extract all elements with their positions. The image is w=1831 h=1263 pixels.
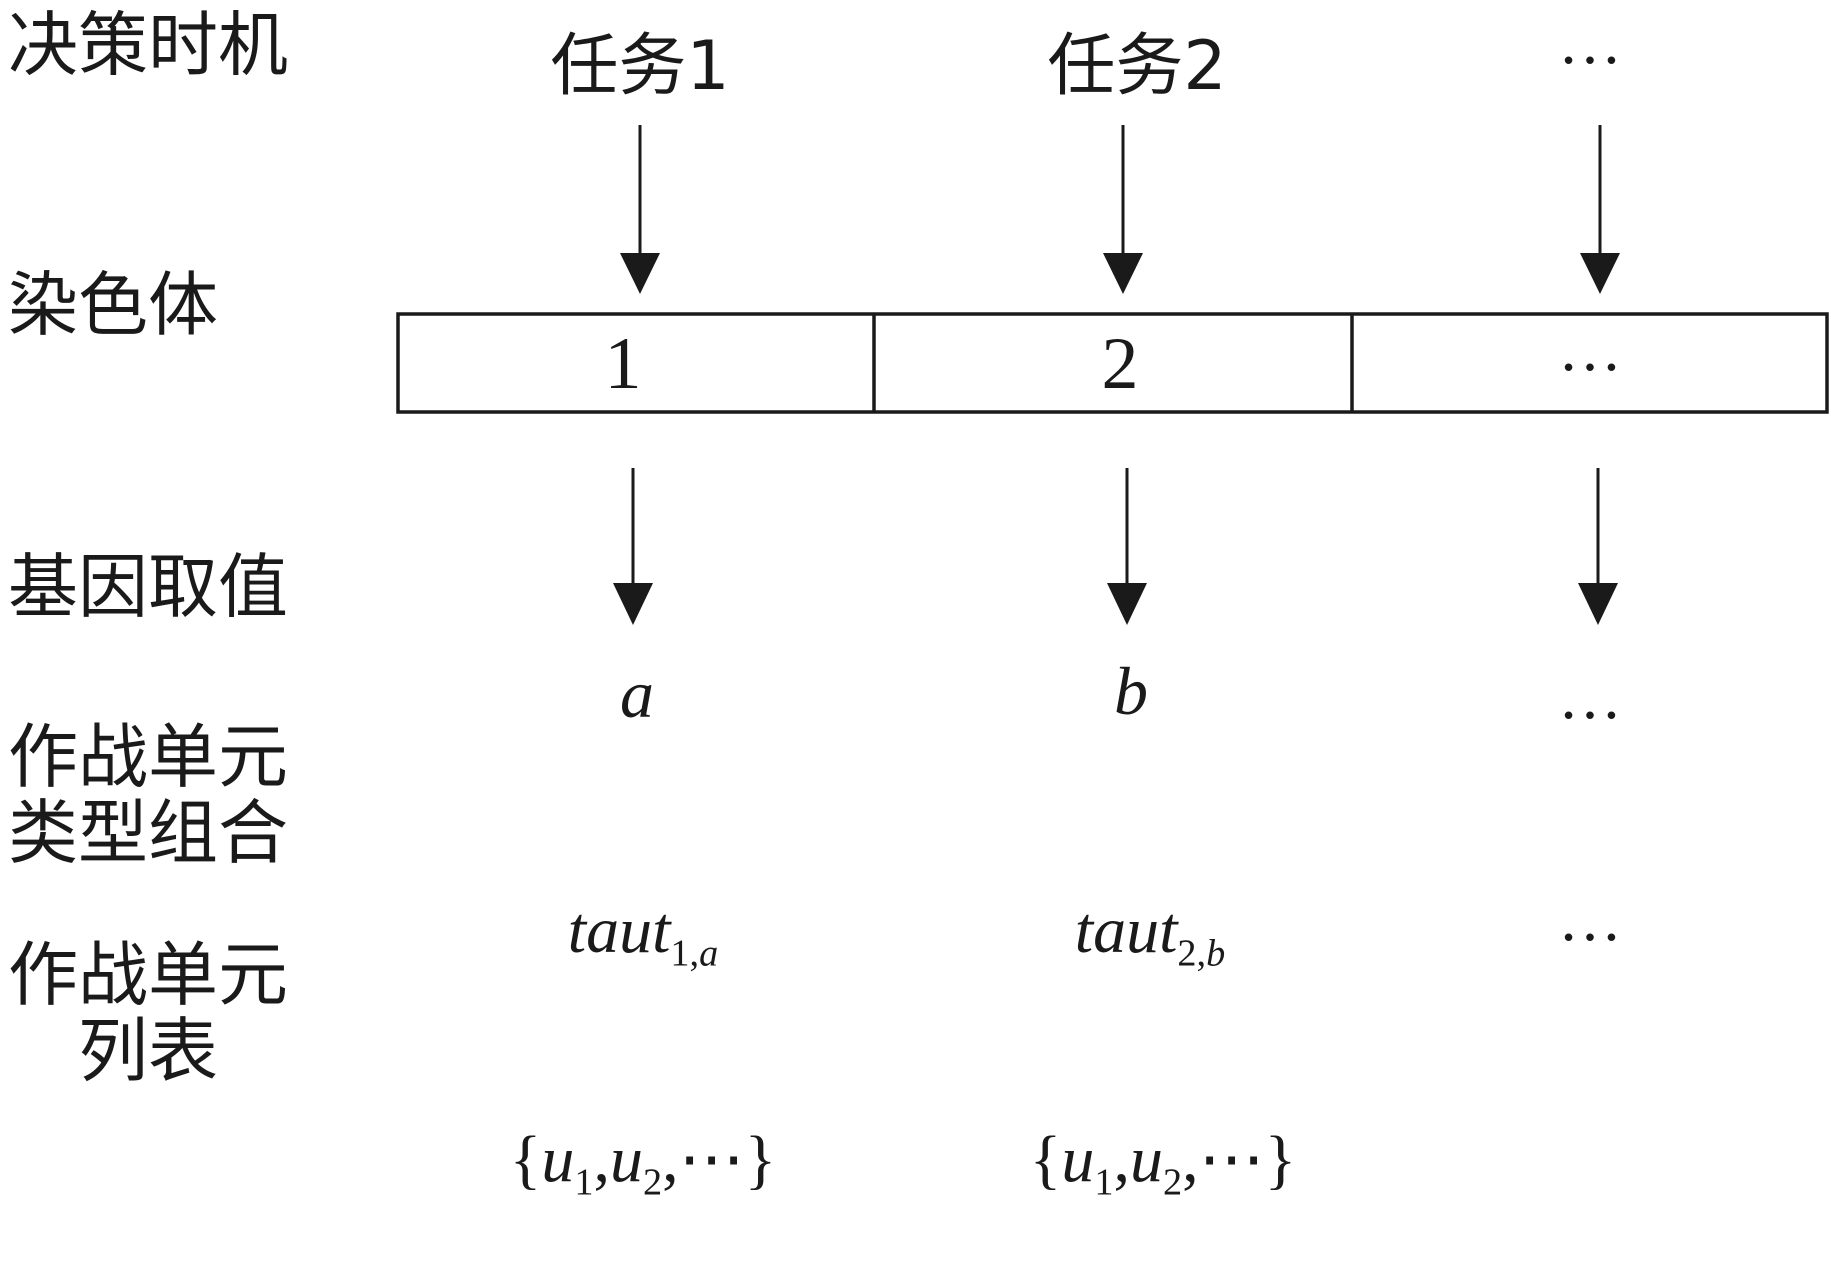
arrow-gene-more-to-value [1578, 468, 1618, 625]
unit-list-1-u2: u [610, 1123, 643, 1196]
arrow-task2-to-gene2 [1103, 125, 1143, 294]
unit-list-1-sep: , [593, 1123, 611, 1196]
type-combo-1-sub-var: a [699, 932, 719, 975]
label-gene-value: 基因取值 [8, 546, 288, 628]
gene-value-1: a [620, 656, 654, 732]
gene-value-more: … [1558, 661, 1622, 732]
label-unit-type-combination-line2: 类型组合 [8, 791, 288, 874]
unit-list-1-close-brace: } [744, 1123, 777, 1196]
gene-cell-more: … [1558, 313, 1622, 384]
type-combo-2-sub-var: b [1206, 932, 1226, 975]
unit-list-2-tail: ,⋯ [1182, 1123, 1265, 1196]
unit-list-2-u1: u [1061, 1123, 1095, 1196]
arrow-gene2-to-value [1107, 468, 1147, 625]
unit-list-1-s2: 2 [643, 1161, 663, 1204]
label-unit-list-line2: 列表 [78, 1009, 218, 1092]
label-unit-type-combination: 作战单元 类型组合 [8, 716, 288, 874]
task-2-header: 任务2 [1047, 27, 1227, 106]
type-combo-more: … [1558, 883, 1622, 954]
gene-value-2: b [1114, 653, 1148, 729]
type-combo-1: taut1,a [568, 893, 719, 975]
type-combo-1-sub-num: 1, [670, 932, 700, 975]
chromosome-box [396, 312, 1829, 414]
unit-list-1-u1: u [541, 1123, 575, 1196]
gene-cell-2: 2 [1101, 323, 1139, 405]
arrow-gene1-to-value [613, 468, 653, 625]
unit-list-2-s1: 1 [1094, 1161, 1114, 1204]
unit-list-2-u2: u [1130, 1123, 1163, 1196]
unit-list-2-open-brace: { [1029, 1123, 1062, 1196]
unit-list-1-open-brace: { [509, 1123, 542, 1196]
label-unit-type-combination-line1: 作战单元 [8, 716, 288, 798]
unit-list-1: {u1,u2,⋯} [510, 1120, 777, 1204]
unit-list-2-sep: , [1113, 1123, 1131, 1196]
unit-list-1-s1: 1 [574, 1161, 594, 1204]
label-chromosome: 染色体 [8, 264, 218, 346]
unit-list-2: {u1,u2,⋯} [1030, 1120, 1297, 1204]
task-more-ellipsis: … [1558, 6, 1622, 77]
label-unit-list-line1: 作战单元 [8, 934, 288, 1016]
arrow-task1-to-gene1 [620, 125, 660, 294]
type-combo-2: taut2,b [1075, 893, 1226, 975]
task-1-header: 任务1 [550, 27, 730, 106]
label-decision-timing: 决策时机 [8, 4, 288, 86]
gene-cell-1: 1 [604, 323, 642, 405]
type-combo-1-base: taut [567, 894, 671, 967]
type-combo-2-sub-num: 2, [1177, 932, 1207, 975]
unit-list-2-s2: 2 [1163, 1161, 1183, 1204]
label-unit-list: 作战单元 列表 [8, 934, 288, 1092]
arrow-more-to-gene-more [1580, 125, 1620, 294]
unit-list-1-tail: ,⋯ [662, 1123, 745, 1196]
type-combo-2-base: taut [1074, 894, 1178, 967]
unit-list-2-close-brace: } [1264, 1123, 1297, 1196]
